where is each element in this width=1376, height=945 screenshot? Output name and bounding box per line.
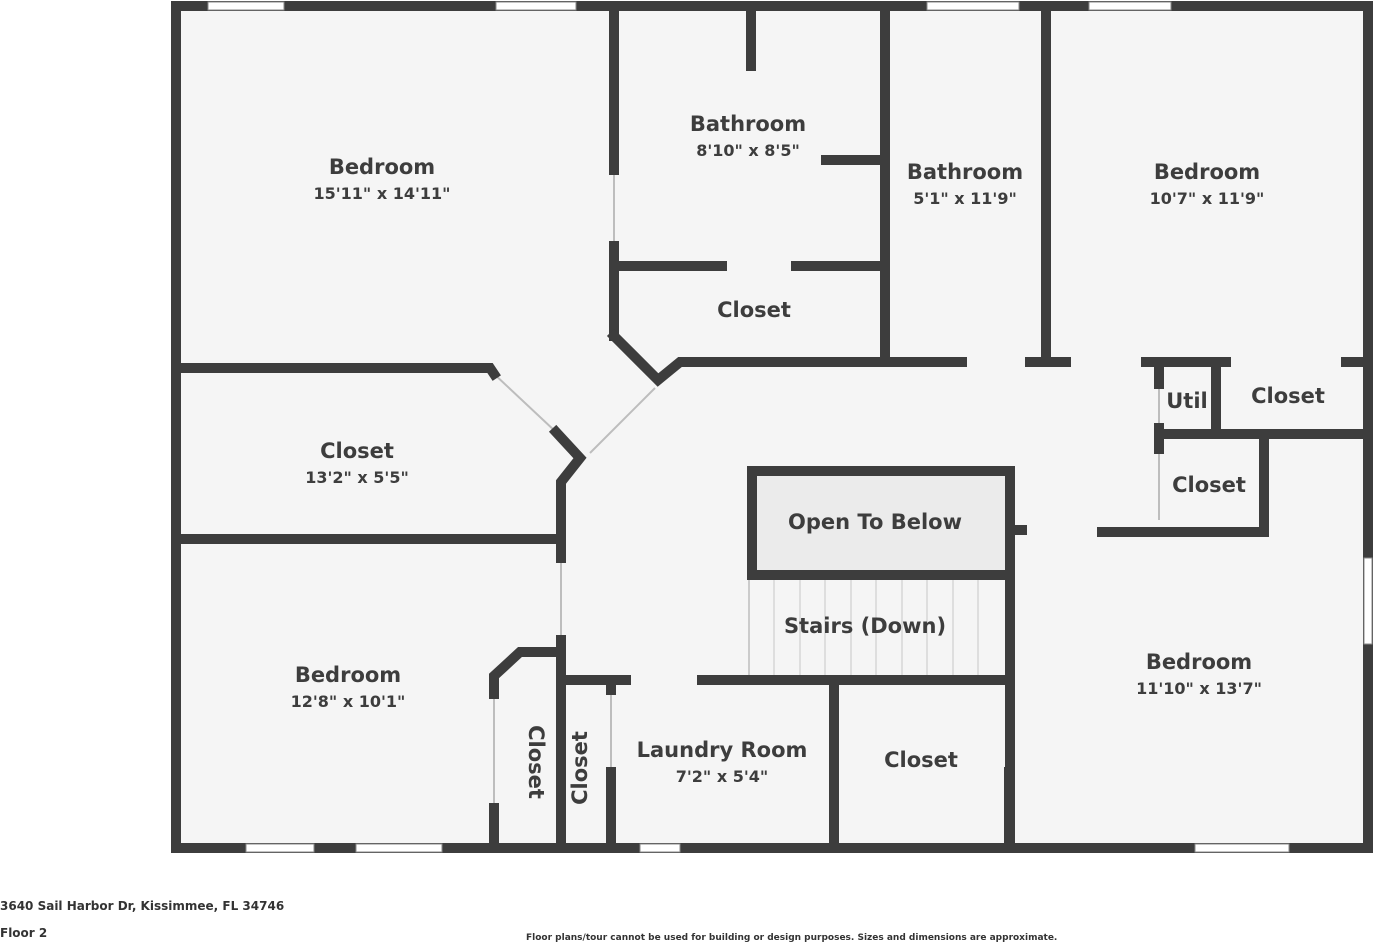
bedroom-ne-label: Bedroom <box>1154 160 1260 184</box>
bathroom-2-label: Bathroom <box>907 160 1023 184</box>
closet-ne-label: Closet <box>1251 384 1325 408</box>
bedroom-sw-dim: 12'8" x 10'1" <box>291 692 406 711</box>
bathroom-1-dim: 8'10" x 8'5" <box>696 141 800 160</box>
floor-area <box>176 6 1368 848</box>
floor-label: Floor 2 <box>0 926 48 940</box>
bathroom-2-dim: 5'1" x 11'9" <box>913 189 1017 208</box>
closet-south-label: Closet <box>884 748 958 772</box>
windows <box>207 1 1373 853</box>
bedroom-se-dim: 11'10" x 13'7" <box>1136 679 1262 698</box>
stair-treads <box>773 580 979 676</box>
laundry-dim: 7'2" x 5'4" <box>676 767 768 786</box>
bedroom-se-label: Bedroom <box>1146 650 1252 674</box>
property-address: 3640 Sail Harbor Dr, Kissimmee, FL 34746 <box>0 899 285 913</box>
closet-v2-label: Closet <box>568 731 592 805</box>
stairs-label: Stairs (Down) <box>784 614 946 638</box>
closet-v1-label: Closet <box>524 725 548 799</box>
walls <box>171 1 1373 853</box>
closet-west-label: Closet <box>320 439 394 463</box>
closet-hall-label: Closet <box>1172 473 1246 497</box>
closet-upper-label: Closet <box>717 298 791 322</box>
util-label: Util <box>1166 389 1208 413</box>
bedroom-sw-label: Bedroom <box>295 663 401 687</box>
bedroom-ne-dim: 10'7" x 11'9" <box>1150 189 1265 208</box>
floor-plan: Bedroom 15'11" x 14'11" Bathroom 8'10" x… <box>171 1 1373 853</box>
open-to-below-area <box>752 471 1010 575</box>
bedroom-nw-dim: 15'11" x 14'11" <box>314 184 451 203</box>
open-to-below-label: Open To Below <box>788 510 962 534</box>
bedroom-nw-label: Bedroom <box>329 155 435 179</box>
closet-west-dim: 13'2" x 5'5" <box>305 468 409 487</box>
bathroom-1-label: Bathroom <box>690 112 806 136</box>
laundry-label: Laundry Room <box>637 738 808 762</box>
disclaimer-text: Floor plans/tour cannot be used for buil… <box>526 933 1058 943</box>
